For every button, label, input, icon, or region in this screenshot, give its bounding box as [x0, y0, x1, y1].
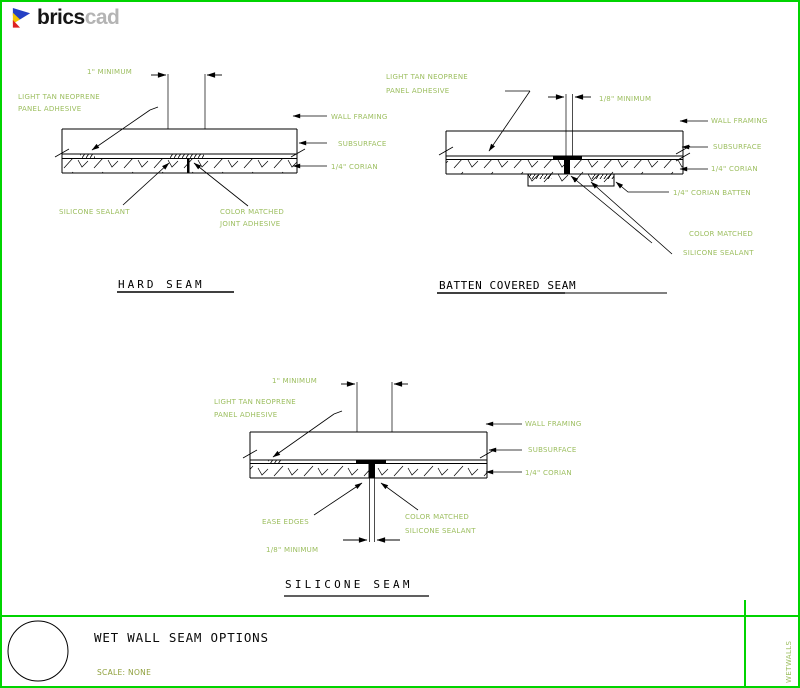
- silicone-seam-adhesive-label-1: LIGHT TAN NEOPRENE: [214, 398, 296, 406]
- batten-seam-batten-label: 1/4" CORIAN BATTEN: [673, 189, 751, 197]
- batten-seam-wall-framing-label: WALL FRAMING: [711, 117, 768, 125]
- hard-seam-adhesive-label-1: LIGHT TAN NEOPRENE: [18, 93, 100, 101]
- hard-seam-subsurface-label: SUBSURFACE: [338, 140, 387, 148]
- scale-note: SCALE: NONE: [97, 668, 152, 677]
- hard-seam-joint-label-1: COLOR MATCHED: [220, 208, 285, 216]
- title-block-circle: [7, 620, 69, 682]
- batten-seam-min-dim-label: 1/8" MINIMUM: [599, 95, 652, 103]
- hard-seam-corian-label: 1/4" CORIAN: [331, 163, 378, 171]
- batten-seam-corian-label: 1/4" CORIAN: [711, 165, 758, 173]
- silicone-seam-wall-framing-label: WALL FRAMING: [525, 420, 582, 428]
- batten-seam-title: BATTEN COVERED SEAM: [439, 279, 577, 292]
- batten-seam-sealant-label-1: COLOR MATCHED: [689, 230, 754, 238]
- hard-seam-wall-framing-label: WALL FRAMING: [331, 113, 388, 121]
- silicone-seam-min-dim-bottom-label: 1/8" MINIMUM: [266, 546, 319, 554]
- bricscad-logo: bricscad: [10, 6, 120, 30]
- silicone-seam-drawing: [242, 381, 522, 597]
- brand-text: bricscad: [37, 6, 120, 30]
- hard-seam-sealant-label: SILICONE SEALANT: [59, 208, 130, 216]
- hard-seam-title: HARD SEAM: [118, 278, 205, 291]
- brand-text-secondary: cad: [84, 6, 120, 29]
- bricscad-flag-icon: [12, 7, 31, 28]
- silicone-seam-adhesive-label-2: PANEL ADHESIVE: [214, 411, 278, 419]
- silicone-seam-corian-label: 1/4" CORIAN: [525, 469, 572, 477]
- silicone-seam-subsurface-label: SUBSURFACE: [528, 446, 577, 454]
- silicone-seam-ease-edges-label: EASE EDGES: [262, 518, 309, 526]
- hard-seam-min-dim-label: 1" MINIMUM: [87, 68, 133, 76]
- title-block-lines: [2, 600, 798, 686]
- hard-seam-adhesive-label-2: PANEL ADHESIVE: [18, 105, 82, 113]
- silicone-seam-min-dim-top-label: 1" MINIMUM: [272, 377, 318, 385]
- side-tab-label: WETWALLS: [785, 640, 793, 683]
- batten-seam-adhesive-label-1: LIGHT TAN NEOPRENE: [386, 73, 468, 81]
- silicone-seam-sealant-label-1: COLOR MATCHED: [405, 513, 470, 521]
- batten-seam-subsurface-label: SUBSURFACE: [713, 143, 762, 151]
- hard-seam-drawing: [54, 72, 327, 293]
- silicone-seam-title: SILICONE SEAM: [285, 578, 413, 591]
- silicone-seam-sealant-label-2: SILICONE SEALANT: [405, 527, 476, 535]
- batten-seam-adhesive-label-2: PANEL ADHESIVE: [386, 87, 450, 95]
- hard-seam-joint-label-2: JOINT ADHESIVE: [220, 220, 281, 228]
- brand-text-primary: brics: [37, 6, 85, 29]
- sheet-title: WET WALL SEAM OPTIONS: [94, 630, 269, 645]
- batten-seam-drawing: [437, 90, 708, 294]
- batten-seam-sealant-label-2: SILICONE SEALANT: [683, 249, 754, 257]
